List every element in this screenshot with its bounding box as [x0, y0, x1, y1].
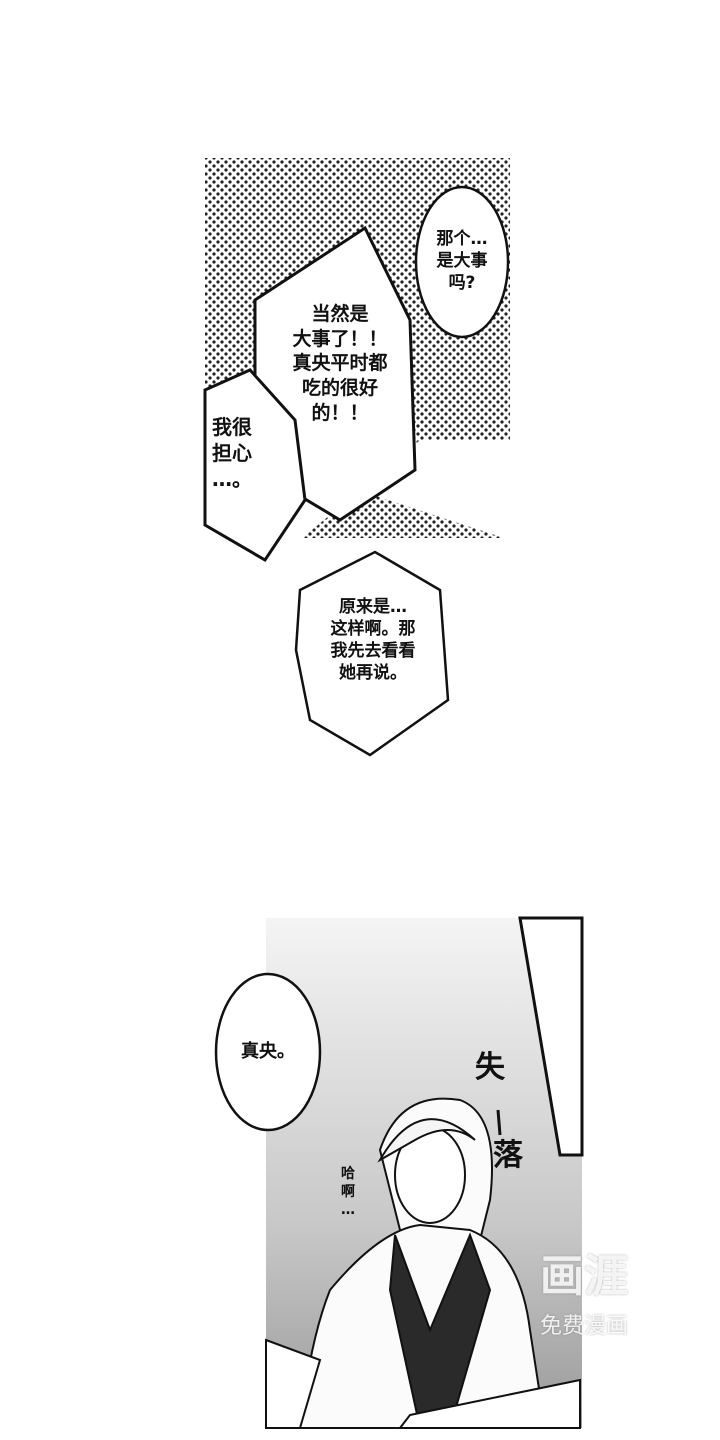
watermark-subtitle: 免费漫画	[539, 1314, 628, 1339]
sfx-text: 落	[493, 1138, 523, 1173]
dialogue-text: 真央。	[241, 1041, 295, 1062]
speech-bubble	[414, 185, 510, 339]
character-figure	[265, 1097, 581, 1429]
speech-bubble	[294, 550, 450, 757]
dialogue-text: 原来是… 这样啊。那 我先去看看 她再说。	[330, 597, 416, 684]
watermark-logo: 画涯	[540, 1251, 628, 1302]
speech-bubble	[203, 368, 307, 563]
sfx-text: 失	[475, 1050, 505, 1085]
speech-bubble	[214, 972, 322, 1132]
dialogue-text: 那个… 是大事 吗?	[436, 229, 488, 294]
dialogue-text: 我很 担心 …。	[212, 415, 252, 491]
dialogue-text: 当然是 大事了！！ 真央平时都 吃的很好 的！！	[292, 303, 388, 424]
sfx-text: 哈 啊 …	[341, 1166, 355, 1219]
